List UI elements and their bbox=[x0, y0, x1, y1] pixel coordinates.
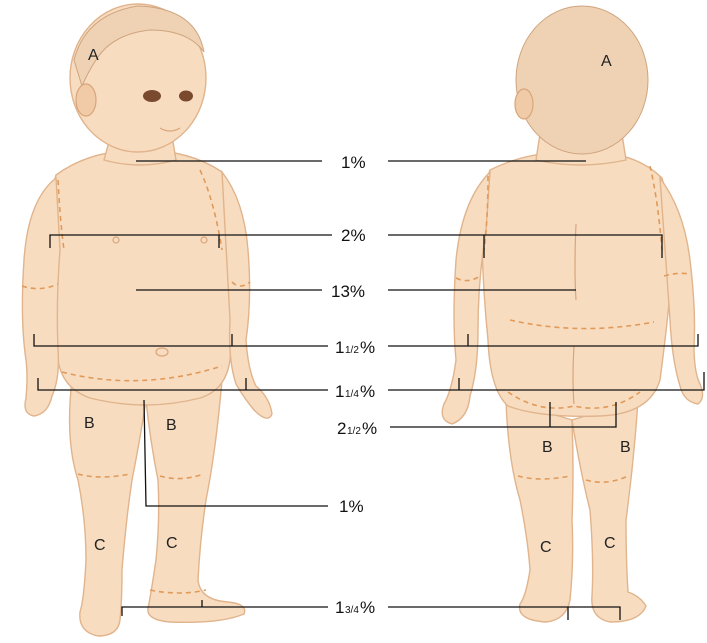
back-ear bbox=[515, 89, 533, 119]
front-right-leg bbox=[70, 380, 146, 636]
label-neck: 1% bbox=[341, 153, 366, 172]
front-region-leg-right: C bbox=[94, 537, 106, 554]
label-upper-arm: 2% bbox=[341, 226, 366, 245]
back-head bbox=[516, 6, 648, 154]
front-torso bbox=[50, 150, 237, 405]
back-right-leg bbox=[572, 400, 646, 622]
label-hand: 1 1/4 % bbox=[335, 382, 375, 401]
front-ear bbox=[76, 84, 96, 116]
back-region-thigh-left: B bbox=[542, 439, 553, 456]
percent-labels: 1% 2% 13% 1 1/2 % 1 1/4 % 2 1/2 % 1% 1 3… bbox=[331, 153, 377, 617]
label-foot: 1 3/4 % bbox=[335, 598, 375, 617]
back-region-head: A bbox=[601, 53, 612, 70]
label-buttocks: 2 1/2 % bbox=[337, 419, 377, 438]
front-left-arm bbox=[222, 172, 272, 418]
front-region-leg-left: C bbox=[166, 535, 178, 552]
front-eye-right bbox=[143, 90, 161, 102]
back-region-leg-right: C bbox=[604, 535, 616, 552]
back-region-thigh-right: B bbox=[620, 439, 631, 456]
label-forearm: 1 1/2 % bbox=[335, 338, 375, 357]
front-region-thigh-left: B bbox=[166, 417, 177, 434]
front-region-thigh-right: B bbox=[84, 415, 95, 432]
front-region-head: A bbox=[88, 47, 99, 64]
label-genitals: 1% bbox=[339, 497, 364, 516]
leader-foot-back bbox=[388, 607, 620, 620]
back-figure bbox=[442, 6, 702, 622]
back-torso bbox=[482, 152, 672, 416]
back-left-arm bbox=[442, 172, 490, 424]
front-eye-left bbox=[179, 91, 193, 102]
back-region-leg-left: C bbox=[540, 539, 552, 556]
front-right-arm bbox=[22, 178, 60, 416]
front-figure bbox=[22, 4, 272, 636]
back-left-leg bbox=[506, 400, 573, 622]
front-left-leg bbox=[146, 380, 245, 622]
label-trunk: 13% bbox=[331, 282, 365, 301]
